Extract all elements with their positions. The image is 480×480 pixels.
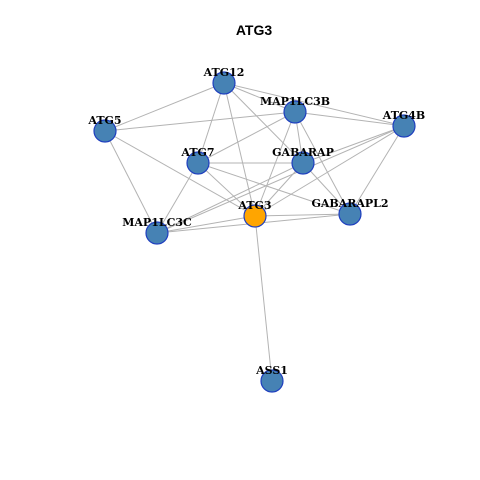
node-map1lc3c [145,221,169,245]
node-label-map1lc3b: MAP1LC3B [260,95,330,108]
edge-atg12-atg3 [223,82,256,217]
edge-atg3-map1lc3c [156,215,256,234]
node-label-gabarapl2: GABARAPL2 [311,197,388,210]
edge-atg12-atg7 [197,82,225,164]
node-atg12 [212,71,236,95]
node-atg5 [93,119,117,143]
node-gabarap [291,151,315,175]
edge-atg5-map1lc3c [104,130,158,234]
graph-title: ATG3 [236,22,273,38]
edge-atg12-atg5 [104,82,225,132]
edge-layer [104,82,405,382]
edge-atg7-gabarapl2 [197,162,351,215]
node-label-ass1: ASS1 [255,364,288,377]
node-atg4b [392,114,416,138]
edge-atg7-map1lc3c [156,162,199,234]
edge-atg4b-atg3 [254,125,405,217]
edge-atg5-atg3 [104,130,256,217]
node-ass1 [260,369,284,393]
edge-atg12-map1lc3b [223,82,296,113]
node-map1lc3b [283,100,307,124]
edge-atg5-map1lc3b [104,111,296,132]
edge-atg7-atg3 [197,162,256,217]
edge-gabarap-atg3 [254,162,304,217]
edge-atg4b-gabarapl2 [349,125,405,215]
edge-gabarap-map1lc3c [156,162,304,234]
node-gabarapl2 [338,202,362,226]
node-layer [93,71,416,393]
node-atg7 [186,151,210,175]
edge-atg4b-gabarap [302,125,405,164]
edge-map1lc3b-atg7 [197,111,296,164]
node-atg3 [243,204,267,228]
node-label-map1lc3c: MAP1LC3C [122,216,192,229]
edge-map1lc3b-atg3 [254,111,296,217]
edge-atg4b-map1lc3c [156,125,405,234]
node-label-atg5: ATG5 [87,114,121,127]
node-label-gabarap: GABARAP [272,146,334,159]
edge-atg3-gabarapl2 [254,213,351,217]
edge-map1lc3b-gabarapl2 [294,111,351,215]
node-label-atg4b: ATG4B [382,109,425,122]
edge-atg3-ass1 [254,215,273,382]
edge-map1lc3b-atg4b [294,111,405,127]
edge-atg12-gabarap [223,82,304,164]
node-label-atg12: ATG12 [203,66,245,79]
node-label-atg3: ATG3 [237,199,271,212]
node-label-atg7: ATG7 [180,146,214,159]
edge-atg12-atg4b [223,82,405,127]
